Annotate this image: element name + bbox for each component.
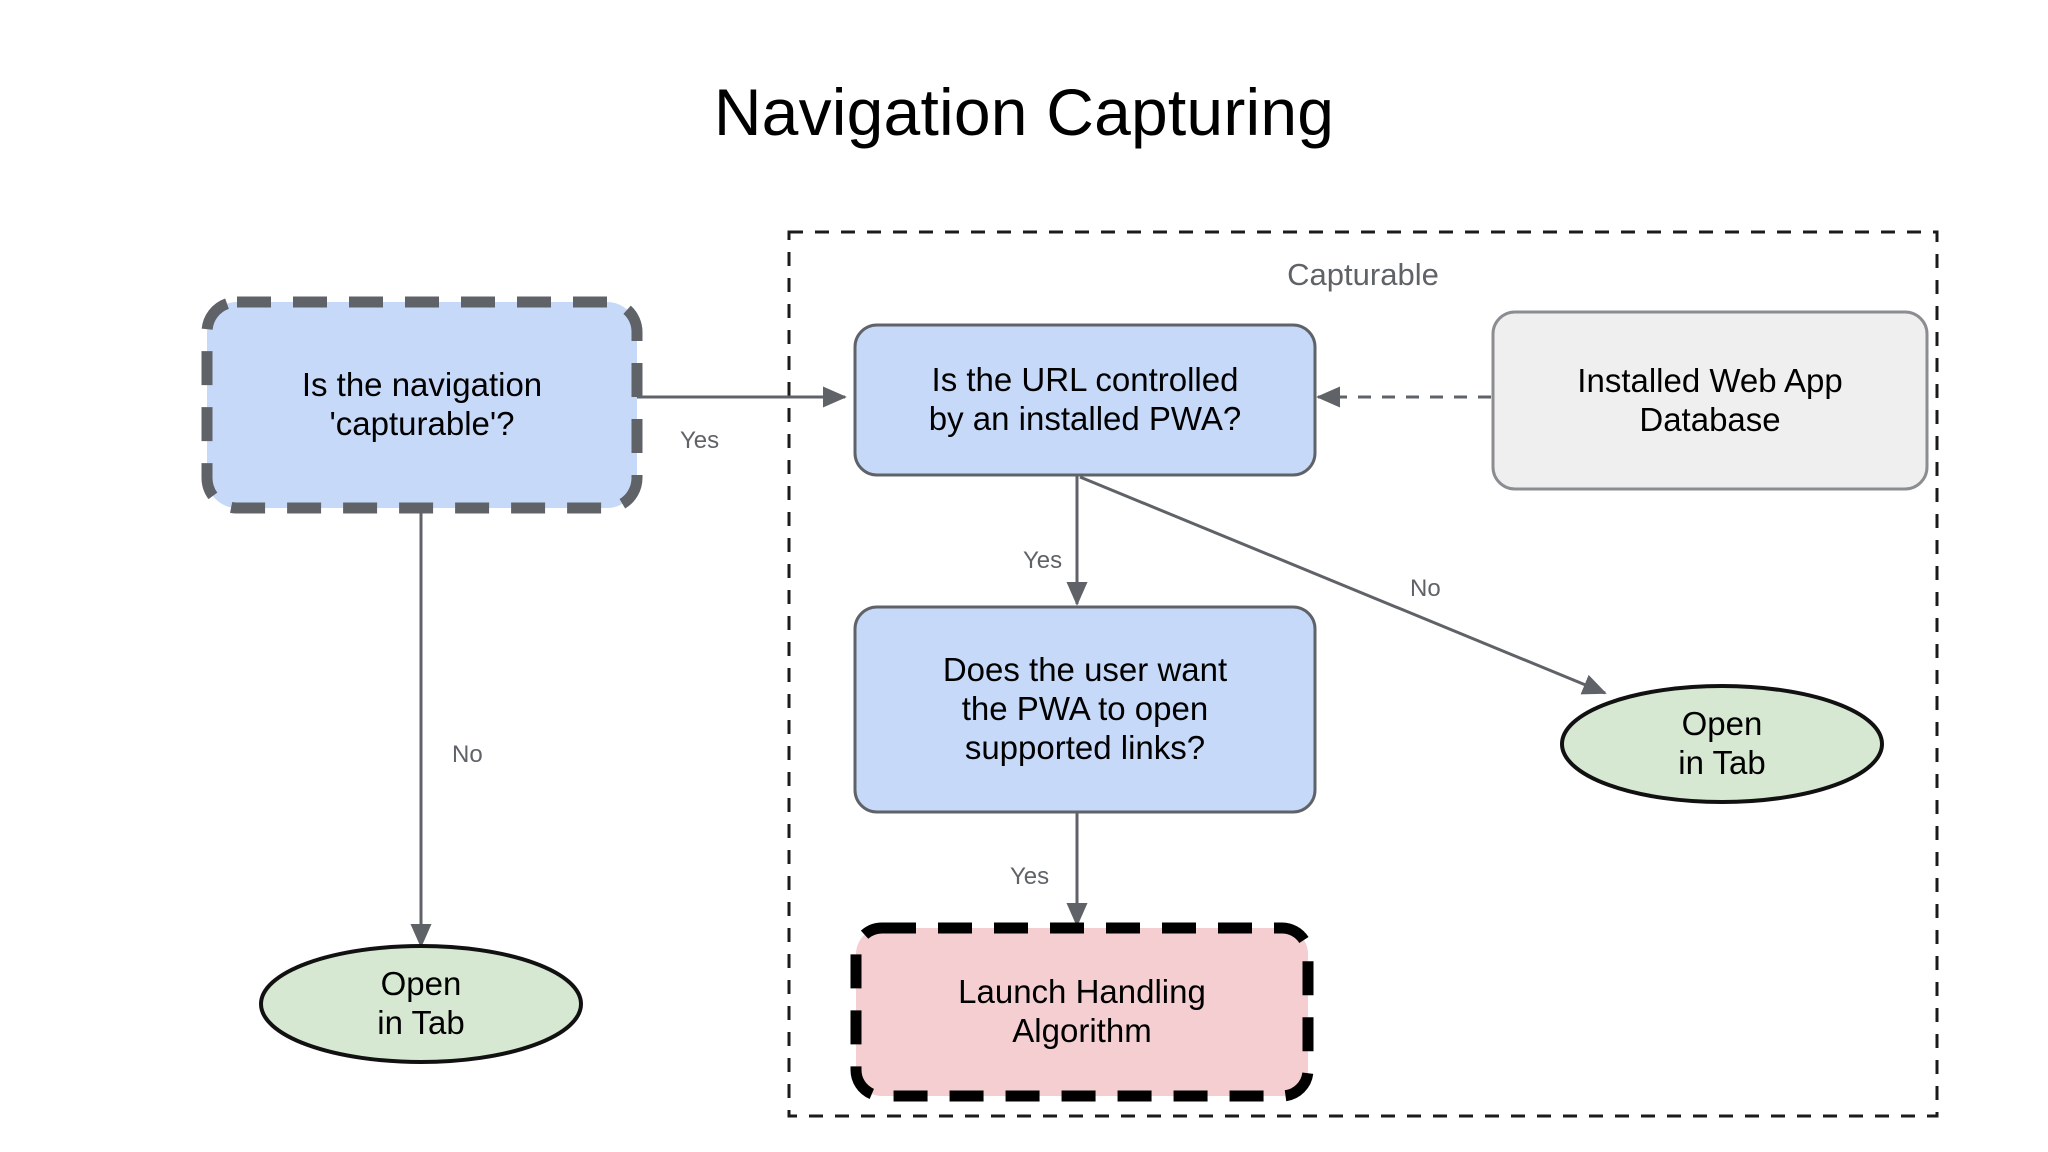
node-launch-handling-algorithm[interactable] xyxy=(850,922,1314,1102)
node-is-url-controlled[interactable] xyxy=(853,323,1317,477)
node-is-navigation-capturable[interactable] xyxy=(201,296,643,514)
node-open-in-tab-right[interactable] xyxy=(1560,684,1884,804)
edge-label-url-controlled-yes: Yes xyxy=(1023,547,1063,574)
group-capturable-label: Capturable xyxy=(1287,257,1439,292)
edge-label-user-want-yes: Yes xyxy=(1010,863,1050,890)
node-does-user-want-pwa[interactable] xyxy=(853,605,1317,814)
edge-label-capturable-yes: Yes xyxy=(680,427,720,454)
page-title: Navigation Capturing xyxy=(713,75,1335,149)
group-capturable-border xyxy=(787,230,1939,1118)
edge-url-controlled-no xyxy=(1079,475,1607,695)
node-installed-web-app-database[interactable] xyxy=(1491,310,1929,491)
edge-label-capturable-no: No xyxy=(452,741,483,768)
node-open-in-tab-left[interactable] xyxy=(259,944,583,1064)
edge-label-url-controlled-no: No xyxy=(1410,575,1441,602)
